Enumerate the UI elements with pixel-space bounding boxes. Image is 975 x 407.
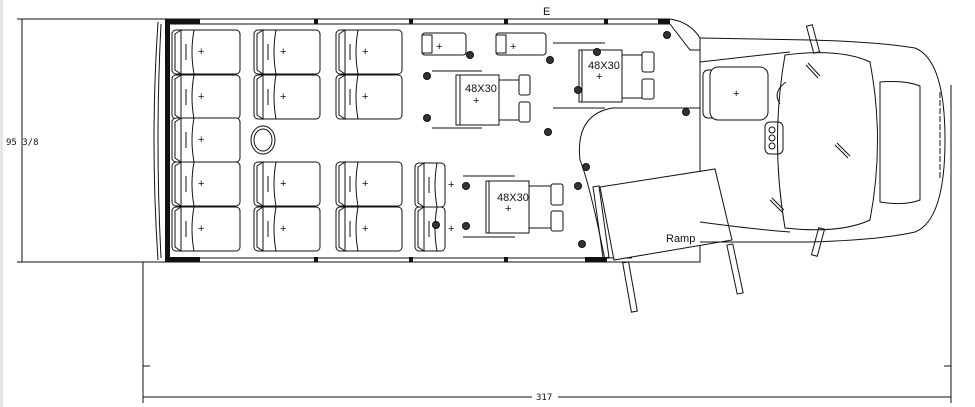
passenger-seat: + <box>253 161 321 207</box>
svg-text:+: + <box>505 203 511 215</box>
passenger-seat: + <box>171 161 241 207</box>
passenger-seat: + <box>414 162 454 208</box>
tie-down-point <box>682 108 690 116</box>
svg-text:+: + <box>596 71 602 83</box>
tie-down-point <box>578 240 586 248</box>
passenger-seat: + <box>335 74 403 120</box>
svg-text:+: + <box>198 178 204 190</box>
tie-down-point <box>462 182 470 190</box>
passenger-seat: + <box>171 74 241 120</box>
svg-text:+: + <box>280 178 286 190</box>
tie-down-point <box>546 56 554 64</box>
tie-down-point <box>466 51 474 59</box>
wheelchair-position: 48X30 + <box>463 175 564 238</box>
wheelchair-position: 48X30 + <box>553 42 655 109</box>
svg-text:+: + <box>362 178 368 190</box>
tie-down-point <box>462 222 470 230</box>
steering-wheel-icon <box>776 81 787 105</box>
passenger-seat: + <box>253 206 321 252</box>
svg-text:+: + <box>280 91 286 103</box>
tie-down-point <box>423 114 431 122</box>
passenger-seat: + <box>171 117 241 163</box>
svg-text:+: + <box>448 179 454 191</box>
tie-down-point <box>423 72 431 80</box>
width-dimension: 95 3/8 <box>6 18 165 263</box>
length-dimension: 317 <box>142 85 952 403</box>
wheelchair-position: 48X30 + <box>432 70 531 129</box>
passenger-seat: + <box>335 29 403 75</box>
svg-text:+: + <box>280 46 286 58</box>
svg-text:+: + <box>198 134 204 146</box>
svg-text:+: + <box>448 223 454 235</box>
svg-text:+: + <box>362 46 368 58</box>
tie-down-point <box>574 182 582 190</box>
wheelchair-size-label: 48X30 <box>497 192 529 204</box>
passenger-seat: + <box>335 161 403 207</box>
svg-text:+: + <box>473 95 479 107</box>
tie-down-point <box>663 31 671 39</box>
passenger-seats: + + + + + + + + + + + + + + + <box>171 29 454 252</box>
flip-seat: + <box>421 32 467 56</box>
pedals-icon <box>764 121 784 155</box>
tie-down-point <box>432 221 440 229</box>
svg-text:+: + <box>733 88 739 100</box>
passenger-seat: + <box>253 29 321 75</box>
driver-seat: + <box>702 66 769 121</box>
bus-body: E <box>153 6 701 263</box>
tie-down-point <box>593 48 601 56</box>
wheelchair-size-label: 48X30 <box>465 83 497 95</box>
entry-marker: E <box>543 6 550 18</box>
svg-text:+: + <box>198 223 204 235</box>
svg-text:+: + <box>198 91 204 103</box>
ramp-label: Ramp <box>666 233 695 245</box>
tie-down-points <box>423 31 690 248</box>
svg-text:+: + <box>198 46 204 58</box>
page-edge <box>0 0 3 407</box>
svg-text:+: + <box>362 91 368 103</box>
tie-down-point <box>574 86 582 94</box>
driver-cab <box>699 24 946 257</box>
wheelchair-size-label: 48X30 <box>588 60 620 72</box>
passenger-seat: + <box>171 206 241 252</box>
width-label: 95 3/8 <box>6 138 39 148</box>
length-label: 317 <box>536 393 552 403</box>
flip-seat: + <box>495 32 547 56</box>
passenger-seat: + <box>335 206 403 252</box>
wheelchair-ramp: Ramp <box>592 168 744 313</box>
svg-text:+: + <box>510 41 516 53</box>
svg-text:+: + <box>280 223 286 235</box>
waste-bin-icon <box>250 125 276 155</box>
passenger-seat: + <box>414 206 454 252</box>
tie-down-point <box>582 163 590 171</box>
tie-down-point <box>544 128 552 136</box>
svg-text:+: + <box>436 41 442 53</box>
passenger-seat: + <box>171 29 241 75</box>
passenger-seat: + <box>253 74 321 120</box>
svg-text:+: + <box>362 223 368 235</box>
